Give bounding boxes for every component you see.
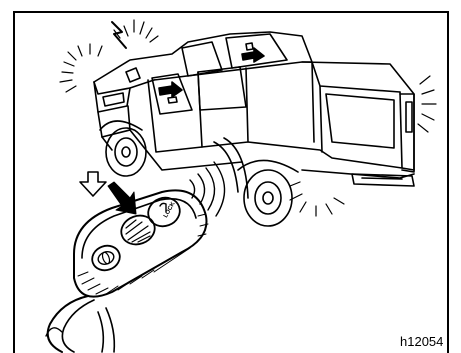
flash-rear-left — [290, 182, 344, 216]
illustration — [15, 13, 449, 353]
pickup-truck — [94, 32, 414, 226]
key-fob — [46, 190, 208, 352]
flash-rear-right — [418, 76, 436, 132]
press-hint-arrow — [80, 172, 106, 196]
illustration-frame: LOCK — [13, 11, 449, 353]
press-arrow — [108, 182, 136, 214]
figure-code: h12054 — [400, 334, 443, 349]
signal-waves — [190, 162, 225, 216]
